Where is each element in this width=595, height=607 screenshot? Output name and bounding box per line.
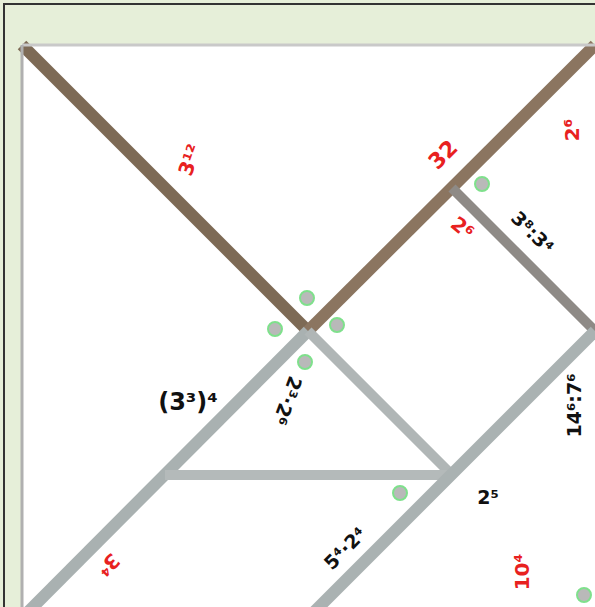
marker-dot	[577, 588, 591, 602]
gap-band	[22, 45, 308, 331]
gap-band	[165, 470, 452, 480]
square-edge	[21, 45, 24, 607]
gap-band	[452, 188, 595, 331]
marker-dots	[268, 177, 591, 602]
exponent-label: 2⁵	[477, 488, 499, 507]
gap-band	[308, 331, 595, 607]
marker-dot	[300, 291, 314, 305]
tangram-square	[22, 45, 595, 607]
exponent-label: 2⁶	[447, 213, 477, 243]
gap-band	[308, 45, 595, 331]
exponent-label: 10⁴	[512, 554, 532, 591]
exponent-label: 2⁶	[562, 119, 582, 142]
marker-dot	[475, 177, 489, 191]
marker-dot	[330, 318, 344, 332]
square-edge	[22, 44, 595, 47]
marker-dot	[393, 486, 407, 500]
exponent-label: 2³·2⁶	[269, 373, 304, 427]
piece-gaps	[22, 45, 595, 607]
exponent-label: 3⁸:3⁴	[507, 207, 556, 256]
exponent-label: (3³)⁴	[158, 390, 218, 414]
marker-dot	[298, 355, 312, 369]
gap-band	[22, 331, 308, 607]
exponent-label: 14⁶:7⁶	[566, 373, 585, 437]
exponent-label: 3⁴	[93, 550, 123, 580]
exponent-label: 5⁴·2⁴	[320, 523, 369, 572]
exponent-label: 32	[424, 136, 461, 173]
marker-dot	[268, 322, 282, 336]
gap-band	[308, 331, 452, 475]
exponent-label: 3¹²	[175, 142, 205, 178]
